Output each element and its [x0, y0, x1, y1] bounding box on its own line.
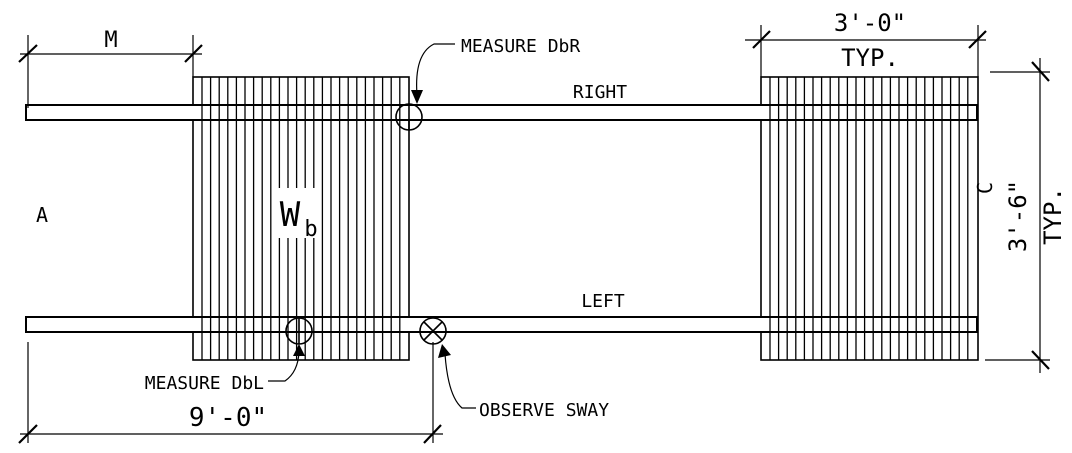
span-value: 9'-0"	[189, 403, 267, 433]
dimension-span: 9'-0"	[18, 342, 443, 444]
sway-observe-marker	[419, 317, 447, 345]
left-rail	[25, 316, 978, 333]
callout-observe-sway-text: OBSERVE SWAY	[479, 400, 609, 421]
tie-lines-over-rails	[201, 105, 969, 332]
wb-label-sub: b	[304, 217, 317, 242]
tie-lines-right	[769, 77, 969, 360]
right-rail	[25, 104, 978, 121]
tie-spacing-note: TYP.	[841, 44, 899, 72]
gauge-note: TYP.	[1039, 187, 1067, 245]
callout-observe-sway: OBSERVE SWAY	[438, 344, 609, 421]
dimension-gauge: 3'-6" TYP.	[985, 58, 1067, 373]
dimension-tie-spacing: 3'-0" TYP.	[745, 9, 987, 77]
wb-label-mask	[276, 188, 320, 238]
dimension-m-label: M	[104, 28, 117, 53]
tie-block-right	[760, 76, 979, 361]
wb-label-main: W	[280, 195, 301, 235]
tie-block-right-outline	[760, 76, 979, 361]
tie-spacing-value: 3'-0"	[834, 9, 906, 37]
left-rail-label: LEFT	[581, 291, 625, 312]
callout-measure-dbr-text: MEASURE DbR	[461, 36, 580, 57]
wb-label: W b	[276, 188, 320, 242]
point-a-label: A	[36, 203, 48, 227]
point-c-label: C	[973, 182, 997, 194]
gauge-value: 3'-6"	[1004, 180, 1032, 252]
callout-measure-dbl-text: MEASURE DbL	[145, 373, 264, 394]
tie-block-left-outline	[192, 76, 410, 361]
callout-measure-dbr: MEASURE DbR	[411, 36, 580, 104]
right-rail-label: RIGHT	[573, 82, 627, 103]
callout-measure-dbl: MEASURE DbL	[145, 344, 305, 394]
dimension-m: M	[18, 28, 203, 108]
